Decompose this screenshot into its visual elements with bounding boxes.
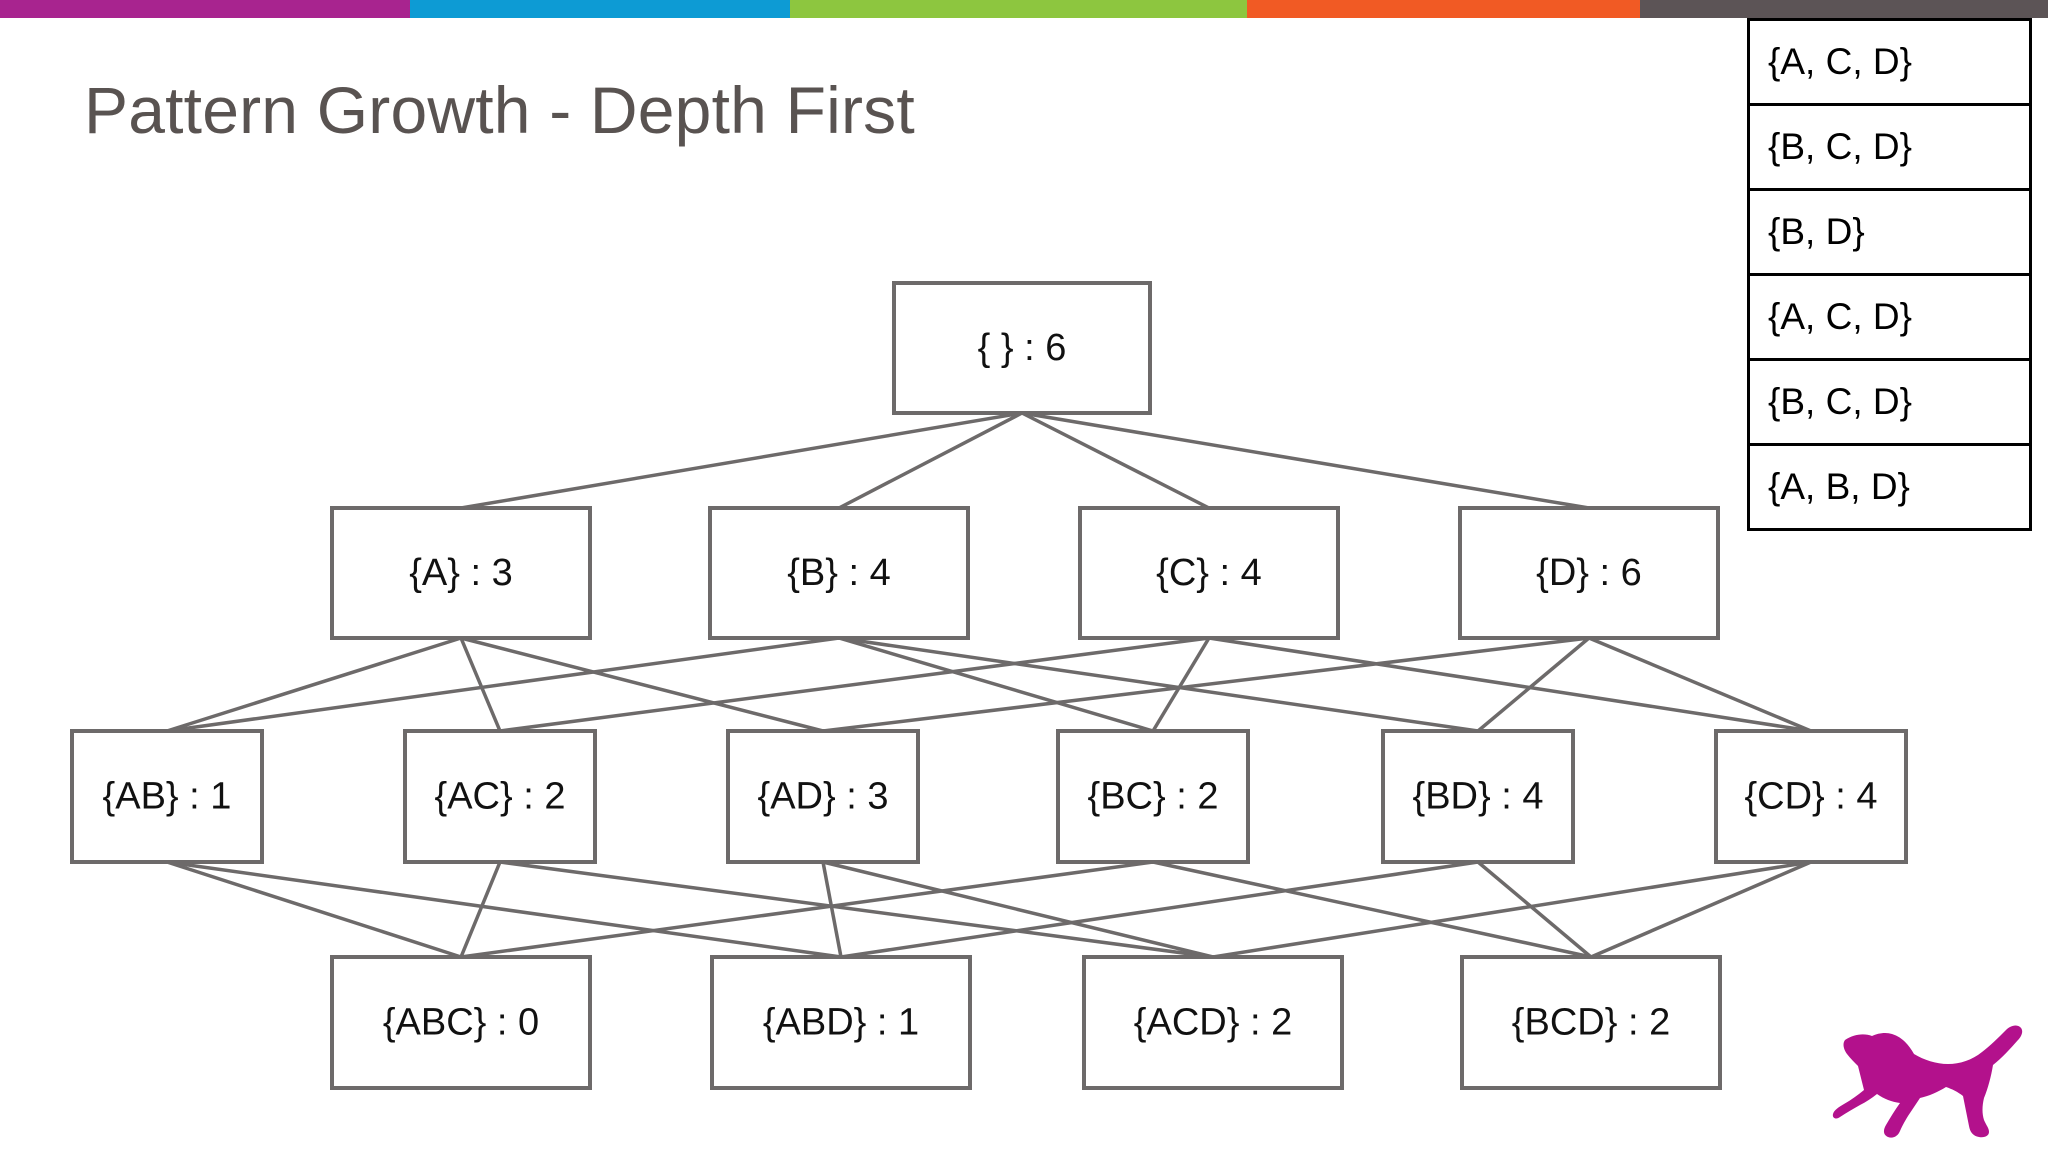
lattice-node-box bbox=[1078, 506, 1340, 640]
lattice-node-label: {BC} : 2 bbox=[1088, 776, 1219, 818]
transaction-itemset: {B, D} bbox=[1768, 211, 1865, 252]
lattice-node-label: {ACD} : 2 bbox=[1134, 1002, 1292, 1044]
lattice-node-B[interactable]: {B} : 4 bbox=[708, 506, 970, 640]
lattice-edge-root-B bbox=[838, 411, 1023, 510]
lattice-node-label: {A} : 3 bbox=[409, 552, 513, 594]
lattice-node-AC[interactable]: {AC} : 2 bbox=[403, 729, 597, 864]
lattice-node-label: {AC} : 2 bbox=[435, 776, 566, 818]
transaction-itemset: {A, B, D} bbox=[1768, 466, 1910, 507]
lattice-edge-B-BC bbox=[838, 636, 1154, 733]
lattice-node-box bbox=[710, 955, 972, 1090]
lattice-node-AB[interactable]: {AB} : 1 bbox=[70, 729, 264, 864]
page-title: Pattern Growth - Depth First bbox=[84, 73, 915, 147]
lattice-edge-BD-ABD bbox=[840, 860, 1479, 959]
lattice-edge-BD-BCD bbox=[1476, 860, 1593, 959]
lattice-edge-AD-ABD bbox=[821, 861, 843, 958]
lattice-edge-D-BD bbox=[1476, 636, 1591, 733]
lattice-edge-A-AB bbox=[166, 636, 462, 733]
lattice-node-CD[interactable]: {CD} : 4 bbox=[1714, 729, 1908, 864]
lattice-edge-CD-BCD bbox=[1590, 860, 1812, 959]
lattice-edge-AD-ACD bbox=[822, 860, 1214, 959]
lattice-edge-layer bbox=[166, 411, 1812, 959]
lattice-edge-C-CD bbox=[1208, 636, 1812, 733]
transaction-row: {B, C, D} bbox=[1750, 361, 2029, 446]
color-bar-segment-green bbox=[790, 0, 1247, 18]
lattice-node-box bbox=[1458, 506, 1720, 640]
lattice-edge-A-AD bbox=[460, 636, 824, 733]
lattice-node-ACD[interactable]: {ACD} : 2 bbox=[1082, 955, 1344, 1090]
lattice-node-BD[interactable]: {BD} : 4 bbox=[1381, 729, 1575, 864]
dog-silhouette-icon bbox=[1832, 1025, 2023, 1138]
lattice-node-A[interactable]: {A} : 3 bbox=[330, 506, 592, 640]
lattice-node-ABD[interactable]: {ABD} : 1 bbox=[710, 955, 972, 1090]
lattice-edge-AC-ACD bbox=[499, 860, 1214, 959]
lattice-node-BCD[interactable]: {BCD} : 2 bbox=[1460, 955, 1722, 1090]
lattice-edge-D-CD bbox=[1588, 636, 1812, 733]
lattice-node-C[interactable]: {C} : 4 bbox=[1078, 506, 1340, 640]
color-bar-segment-magenta bbox=[0, 0, 410, 18]
lattice-edge-AB-ABC bbox=[166, 860, 462, 959]
lattice-edge-B-AB bbox=[166, 636, 840, 733]
transaction-itemset: {A, C, D} bbox=[1768, 296, 1912, 337]
lattice-node-layer: { } : 6 {A} : 3 {B} : 4 {C} : 4 {D} : 6 {AB} … bbox=[70, 281, 1908, 1090]
color-bar-segment-blue bbox=[410, 0, 790, 18]
lattice-node-label: {ABD} : 1 bbox=[763, 1002, 919, 1044]
lattice-node-box bbox=[403, 729, 597, 864]
lattice-node-label: {C} : 4 bbox=[1156, 552, 1262, 594]
color-bar-segment-gray bbox=[1640, 0, 2048, 18]
dog-logo bbox=[1832, 1025, 2023, 1138]
lattice-node-label: {BCD} : 2 bbox=[1512, 1002, 1670, 1044]
lattice-node-BC[interactable]: {BC} : 2 bbox=[1056, 729, 1250, 864]
transaction-row: {A, B, D} bbox=[1750, 446, 2029, 531]
lattice-node-label: { } : 6 bbox=[978, 327, 1067, 369]
lattice-node-D[interactable]: {D} : 6 bbox=[1458, 506, 1720, 640]
lattice-edge-C-AC bbox=[499, 636, 1210, 733]
lattice-node-label: {AB} : 1 bbox=[103, 776, 232, 818]
transaction-row: {B, D} bbox=[1750, 191, 2029, 276]
lattice-node-AD[interactable]: {AD} : 3 bbox=[726, 729, 920, 864]
lattice-node-box bbox=[726, 729, 920, 864]
lattice-edge-A-AC bbox=[459, 637, 502, 732]
lattice-node-box bbox=[330, 506, 592, 640]
lattice-node-ABC[interactable]: {ABC} : 0 bbox=[330, 955, 592, 1090]
lattice-edge-BC-BCD bbox=[1152, 860, 1592, 959]
lattice-node-box bbox=[1082, 955, 1344, 1090]
lattice-node-label: {BD} : 4 bbox=[1413, 776, 1544, 818]
lattice-node-label: {AD} : 3 bbox=[758, 776, 889, 818]
lattice-edge-B-BD bbox=[838, 636, 1479, 733]
lattice-edge-CD-ACD bbox=[1212, 860, 1812, 959]
lattice-edge-D-AD bbox=[822, 636, 1590, 733]
transaction-row: {A, C, D} bbox=[1750, 21, 2029, 106]
lattice-node-label: {ABC} : 0 bbox=[383, 1002, 539, 1044]
transaction-row: {A, C, D} bbox=[1750, 276, 2029, 361]
lattice-edge-root-D bbox=[1021, 411, 1590, 510]
lattice-node-label: {D} : 6 bbox=[1536, 552, 1642, 594]
lattice-node-box bbox=[1381, 729, 1575, 864]
lattice-node-box bbox=[1056, 729, 1250, 864]
lattice-node-box bbox=[1460, 955, 1722, 1090]
color-bar-segment-orange bbox=[1247, 0, 1640, 18]
lattice-node-box bbox=[1714, 729, 1908, 864]
lattice-edge-root-A bbox=[460, 411, 1023, 510]
transaction-itemset: {A, C, D} bbox=[1768, 41, 1912, 82]
transaction-itemset: {B, C, D} bbox=[1768, 381, 1912, 422]
lattice-node-label: {CD} : 4 bbox=[1744, 776, 1877, 818]
lattice-edge-BC-ABC bbox=[460, 860, 1154, 959]
lattice-node-box bbox=[892, 281, 1152, 415]
lattice-node-box bbox=[708, 506, 970, 640]
lattice-edge-C-BC bbox=[1151, 637, 1211, 732]
transaction-row: {B, C, D} bbox=[1750, 106, 2029, 191]
lattice-edge-root-C bbox=[1021, 411, 1210, 510]
lattice-edge-AC-ABC bbox=[459, 861, 502, 958]
lattice-edge-AB-ABD bbox=[166, 860, 842, 959]
lattice-node-label: {B} : 4 bbox=[787, 552, 891, 594]
transaction-itemset: {B, C, D} bbox=[1768, 126, 1912, 167]
transaction-table: {A, C, D} {B, C, D} {B, D} {A, C, D} {B, C, … bbox=[1747, 18, 2032, 531]
lattice-node-box bbox=[70, 729, 264, 864]
lattice-node-root[interactable]: { } : 6 bbox=[892, 281, 1152, 415]
top-color-bar bbox=[0, 0, 2048, 18]
lattice-node-box bbox=[330, 955, 592, 1090]
